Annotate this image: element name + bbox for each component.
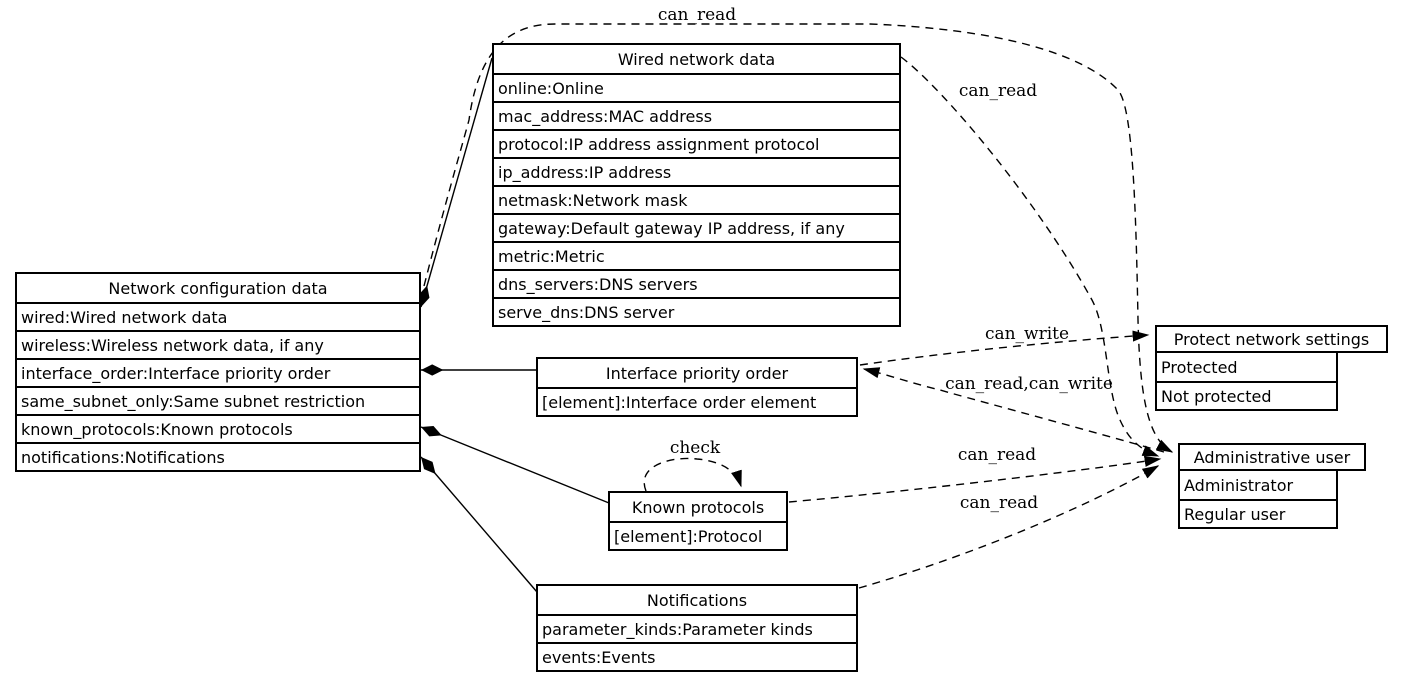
edge-can-read-can-write	[862, 367, 1165, 453]
attribute-row: [element]:Interface order element	[538, 387, 856, 415]
attribute-row: serve_dns:DNS server	[494, 297, 899, 325]
edge-label-can-read-known: can_read	[958, 445, 1036, 465]
class-title: Notifications	[646, 590, 748, 610]
enum-title-administrative-user: Administrative user	[1178, 443, 1366, 471]
class-box-interface-priority-order: Interface priority order [element]:Inter…	[536, 357, 858, 417]
attribute-row: [element]:Protocol	[610, 521, 786, 549]
class-box-known-protocols: Known protocols [element]:Protocol	[608, 491, 788, 551]
attribute-row: ip_address:IP address	[494, 157, 899, 185]
composition-edge-known-protocols	[420, 426, 610, 504]
attribute-row: wired:Wired network data	[17, 302, 419, 330]
class-title: Known protocols	[631, 497, 765, 517]
attribute-row: events:Events	[538, 642, 856, 670]
edge-can-write	[859, 330, 1150, 366]
attribute-row: known_protocols:Known protocols	[17, 414, 419, 442]
attribute-row: netmask:Network mask	[494, 185, 899, 213]
enum-value-row: Administrator	[1184, 475, 1294, 495]
composition-edge-wired	[418, 57, 493, 308]
edge-label-can-read-top: can_read	[658, 5, 736, 25]
edge-check-self-loop	[643, 457, 742, 492]
attribute-row: notifications:Notifications	[17, 442, 419, 470]
attribute-row: parameter_kinds:Parameter kinds	[538, 614, 856, 642]
enum-value-row: Regular user	[1180, 499, 1336, 527]
enum-value-row: Protected	[1161, 357, 1238, 377]
edge-label-can-read-can-write: can_read,can_write	[945, 374, 1113, 394]
enum-box-administrative-user: Administrator Regular user	[1178, 469, 1338, 529]
attribute-row: protocol:IP address assignment protocol	[494, 129, 899, 157]
attribute-row: wireless:Wireless network data, if any	[17, 330, 419, 358]
edge-can-read-wired	[900, 56, 1160, 457]
edge-can-read-known-protocols	[788, 455, 1162, 503]
edge-label-check: check	[670, 438, 721, 458]
class-box-wired-network-data: Wired network data online:Online mac_add…	[492, 43, 901, 327]
attribute-row: gateway:Default gateway IP address, if a…	[494, 213, 899, 241]
composition-edge-notifications	[420, 456, 538, 593]
attribute-row: same_subnet_only:Same subnet restriction	[17, 386, 419, 414]
attribute-row: interface_order:Interface priority order	[17, 358, 419, 386]
attribute-row: dns_servers:DNS servers	[494, 269, 899, 297]
enum-box-protect-network-settings: Protected Not protected	[1155, 351, 1338, 411]
enum-value-row: Not protected	[1157, 381, 1336, 409]
class-title: Interface priority order	[605, 363, 789, 383]
attribute-row: mac_address:MAC address	[494, 101, 899, 129]
edge-label-can-read-wired: can_read	[959, 81, 1037, 101]
attribute-row: metric:Metric	[494, 241, 899, 269]
class-box-network-configuration-data: Network configuration data wired:Wired n…	[15, 272, 421, 472]
edge-label-can-read-notifications: can_read	[960, 493, 1038, 513]
edge-label-can-write: can_write	[985, 324, 1069, 344]
attribute-row: online:Online	[494, 73, 899, 101]
edge-can-read-notifications	[858, 465, 1160, 589]
enum-title-protect-network-settings: Protect network settings	[1155, 325, 1388, 353]
class-title: Wired network data	[617, 49, 776, 69]
class-title: Network configuration data	[108, 278, 328, 298]
class-box-notifications: Notifications parameter_kinds:Parameter …	[536, 584, 858, 672]
